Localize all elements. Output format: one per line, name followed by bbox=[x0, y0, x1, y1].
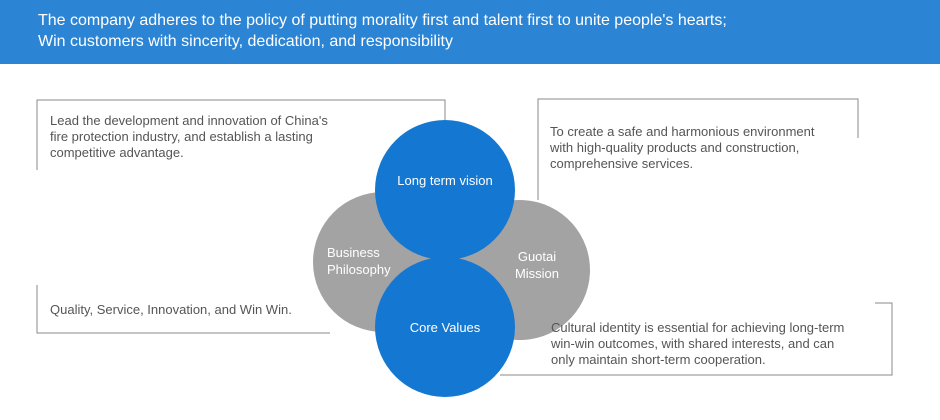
petal-label-vision: Long term vision bbox=[397, 173, 492, 188]
header-line-2: Win customers with sincerity, dedication… bbox=[38, 33, 453, 50]
callout-vision: Lead the development and innovation of C… bbox=[50, 113, 328, 161]
callout-mission: To create a safe and harmonious environm… bbox=[550, 124, 815, 172]
header-line-1: The company adheres to the policy of put… bbox=[38, 12, 727, 29]
petal-label-philosophy-1: Business bbox=[327, 245, 380, 260]
callout-philosophy-line: Quality, Service, Innovation, and Win Wi… bbox=[50, 302, 292, 317]
bracket-mission bbox=[537, 98, 859, 200]
callout-mission-line: comprehensive services. bbox=[550, 156, 694, 171]
petal-values bbox=[375, 257, 515, 397]
callout-values-line: win-win outcomes, with shared interests,… bbox=[551, 336, 835, 351]
callout-values-line: only maintain short-term cooperation. bbox=[551, 352, 766, 367]
callout-values: Cultural identity is essential for achie… bbox=[551, 320, 844, 368]
petal-label-mission-1: Guotai bbox=[518, 249, 556, 264]
bracket-values bbox=[500, 302, 893, 376]
bracket-philosophy bbox=[36, 285, 330, 334]
petal-label-philosophy-2: Philosophy bbox=[327, 262, 391, 277]
callout-vision-line: competitive advantage. bbox=[50, 145, 184, 160]
callout-values-line: Cultural identity is essential for achie… bbox=[551, 320, 845, 335]
callout-vision-line: Lead the development and innovation of C… bbox=[50, 113, 328, 128]
callout-mission-line: with high-quality products and construct… bbox=[550, 140, 800, 155]
callout-vision-line: fire protection industry, and establish … bbox=[50, 129, 313, 144]
petal-label-values: Core Values bbox=[410, 320, 481, 335]
petal-label-mission-2: Mission bbox=[515, 266, 559, 281]
callout-philosophy: Quality, Service, Innovation, and Win Wi… bbox=[50, 302, 292, 318]
petal-vision bbox=[375, 120, 515, 260]
header-banner: The company adheres to the policy of put… bbox=[0, 0, 940, 64]
callout-mission-line: To create a safe and harmonious environm… bbox=[550, 124, 815, 139]
